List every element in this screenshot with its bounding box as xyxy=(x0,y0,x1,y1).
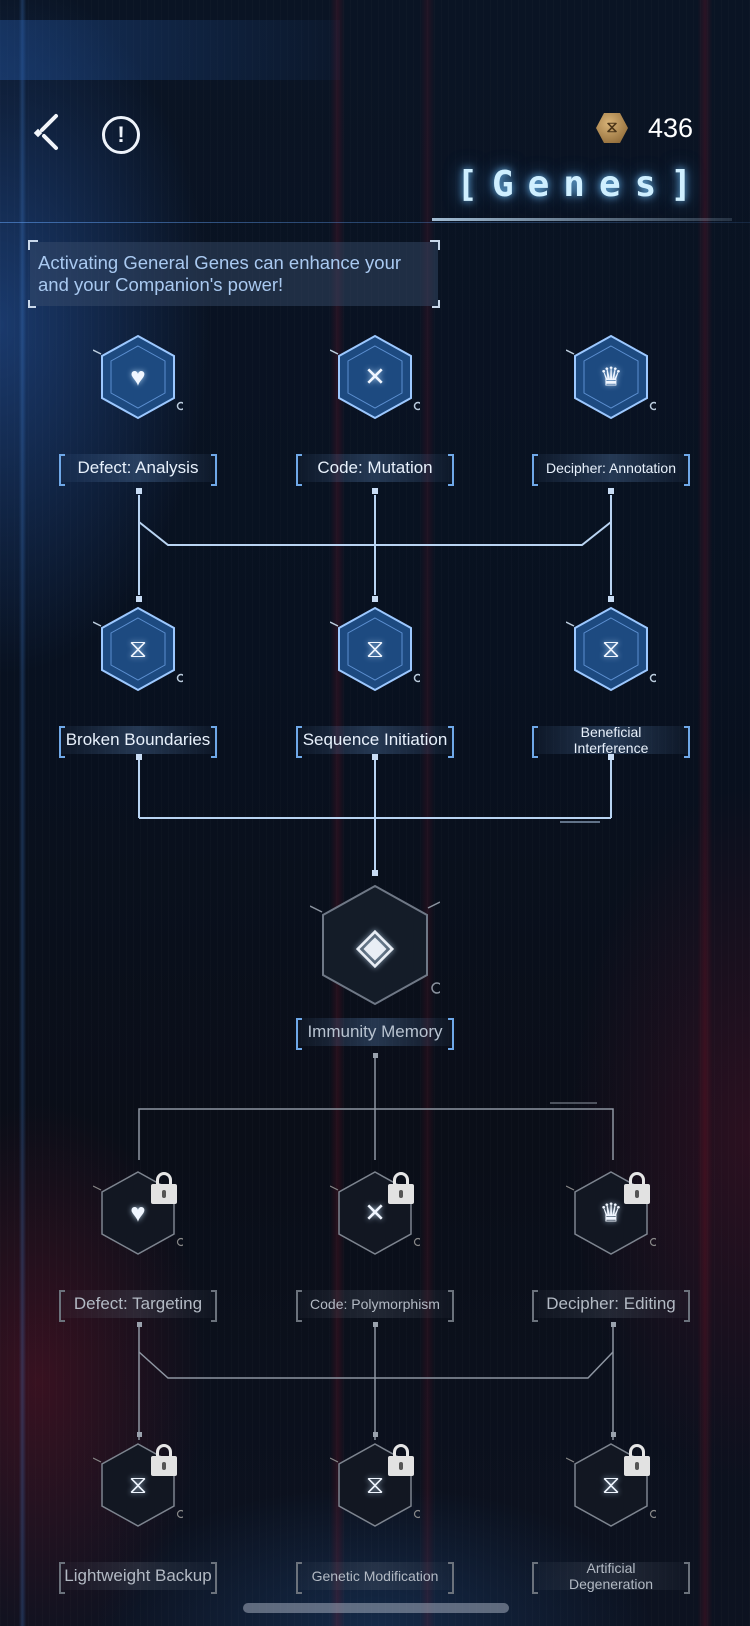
crown-icon: ♛ xyxy=(599,361,623,392)
divider xyxy=(0,222,750,223)
gene-node-lightweight-backup[interactable]: ⧖ Lightweight Backup xyxy=(48,1440,228,1594)
gene-hex: ⧖ xyxy=(566,1440,656,1530)
title-underline xyxy=(432,218,732,221)
gene-label: Beneficial Interference xyxy=(532,724,690,758)
info-button[interactable]: ! xyxy=(102,116,140,154)
page-title: [Genes] xyxy=(456,164,706,205)
gene-hex: ♥ xyxy=(93,332,183,422)
heart-slash-icon: ♥ xyxy=(130,1197,146,1228)
chevron-left-icon xyxy=(33,114,58,150)
gene-label: Code: Mutation xyxy=(296,454,454,486)
gene-hex: ♥ xyxy=(93,1168,183,1258)
crossed-swords-icon: ✕ xyxy=(364,361,386,392)
dna-plus-icon: ⧖ xyxy=(365,1469,385,1499)
dna-plus-icon: ⧖ xyxy=(365,633,385,663)
lock-icon xyxy=(388,1444,414,1476)
gene-hex: ⧖ xyxy=(93,1440,183,1530)
lock-icon xyxy=(624,1172,650,1204)
lock-icon xyxy=(388,1172,414,1204)
dna-plus-icon: ⧖ xyxy=(601,1469,621,1499)
gene-label: Defect: Analysis xyxy=(59,454,217,486)
heart-slash-icon: ♥ xyxy=(130,361,146,392)
gene-hex: ⧖ xyxy=(330,604,420,694)
gene-node-code-mutation[interactable]: ✕ Code: Mutation xyxy=(285,332,465,486)
gene-label: Immunity Memory xyxy=(296,1018,454,1050)
crossed-swords-icon: ✕ xyxy=(364,1197,386,1228)
lock-icon xyxy=(624,1444,650,1476)
gene-hex: ⧖ xyxy=(93,604,183,694)
background-band xyxy=(0,20,340,80)
gene-label: Lightweight Backup xyxy=(59,1562,217,1594)
gene-label: Defect: Targeting xyxy=(59,1290,217,1322)
gene-node-beneficial-interference[interactable]: ⧖ Beneficial Interference xyxy=(521,604,701,758)
gene-hex: ✕ xyxy=(330,1168,420,1258)
gene-node-artificial-degeneration[interactable]: ⧖ Artificial Degeneration xyxy=(521,1440,701,1594)
gene-label: Decipher: Annotation xyxy=(532,454,690,486)
gene-node-immunity-memory[interactable]: ◈ Immunity Memory xyxy=(285,880,465,1050)
gene-node-genetic-modification[interactable]: ⧖ Genetic Modification xyxy=(285,1440,465,1594)
gene-label: Sequence Initiation xyxy=(296,726,454,758)
gene-hex: ⧖ xyxy=(566,604,656,694)
cycle-diamond-icon: ◈ xyxy=(355,917,395,973)
gene-label: Genetic Modification xyxy=(296,1562,454,1594)
gene-node-broken-boundaries[interactable]: ⧖ Broken Boundaries xyxy=(48,604,228,758)
currency-display: ⧖ 436 xyxy=(596,112,693,144)
gene-node-decipher-annotation[interactable]: ♛ Decipher: Annotation xyxy=(521,332,701,486)
exclamation-circle-icon: ! xyxy=(117,122,125,147)
gene-node-sequence-initiation[interactable]: ⧖ Sequence Initiation xyxy=(285,604,465,758)
gene-label: Code: Polymorphism xyxy=(296,1290,454,1322)
gene-hex: ♛ xyxy=(566,332,656,422)
gene-node-code-polymorphism[interactable]: ✕ Code: Polymorphism xyxy=(285,1168,465,1322)
gene-hex: ♛ xyxy=(566,1168,656,1258)
currency-amount: 436 xyxy=(648,112,694,143)
gene-hex: ◈ xyxy=(310,880,440,1010)
gene-hex: ✕ xyxy=(330,332,420,422)
lock-icon xyxy=(151,1172,177,1204)
info-banner: Activating General Genes can enhance you… xyxy=(28,240,440,308)
gene-node-defect-analysis[interactable]: ♥ Defect: Analysis xyxy=(48,332,228,486)
back-button[interactable] xyxy=(32,112,68,152)
dna-coin-icon: ⧖ xyxy=(596,112,628,144)
gene-label: Decipher: Editing xyxy=(532,1290,690,1322)
gene-node-defect-targeting[interactable]: ♥ Defect: Targeting xyxy=(48,1168,228,1322)
dna-plus-icon: ⧖ xyxy=(128,1469,148,1499)
header: ! ⧖ 436 [Genes] xyxy=(0,0,750,230)
banner-text: Activating General Genes can enhance you… xyxy=(38,252,402,295)
crown-icon: ♛ xyxy=(599,1197,623,1228)
dna-plus-icon: ⧖ xyxy=(601,633,621,663)
home-indicator[interactable] xyxy=(243,1603,509,1613)
gene-label: Artificial Degeneration xyxy=(532,1560,690,1594)
gene-label: Broken Boundaries xyxy=(59,726,217,758)
gene-hex: ⧖ xyxy=(330,1440,420,1530)
gene-node-decipher-editing[interactable]: ♛ Decipher: Editing xyxy=(521,1168,701,1322)
dna-plus-icon: ⧖ xyxy=(128,633,148,663)
lock-icon xyxy=(151,1444,177,1476)
